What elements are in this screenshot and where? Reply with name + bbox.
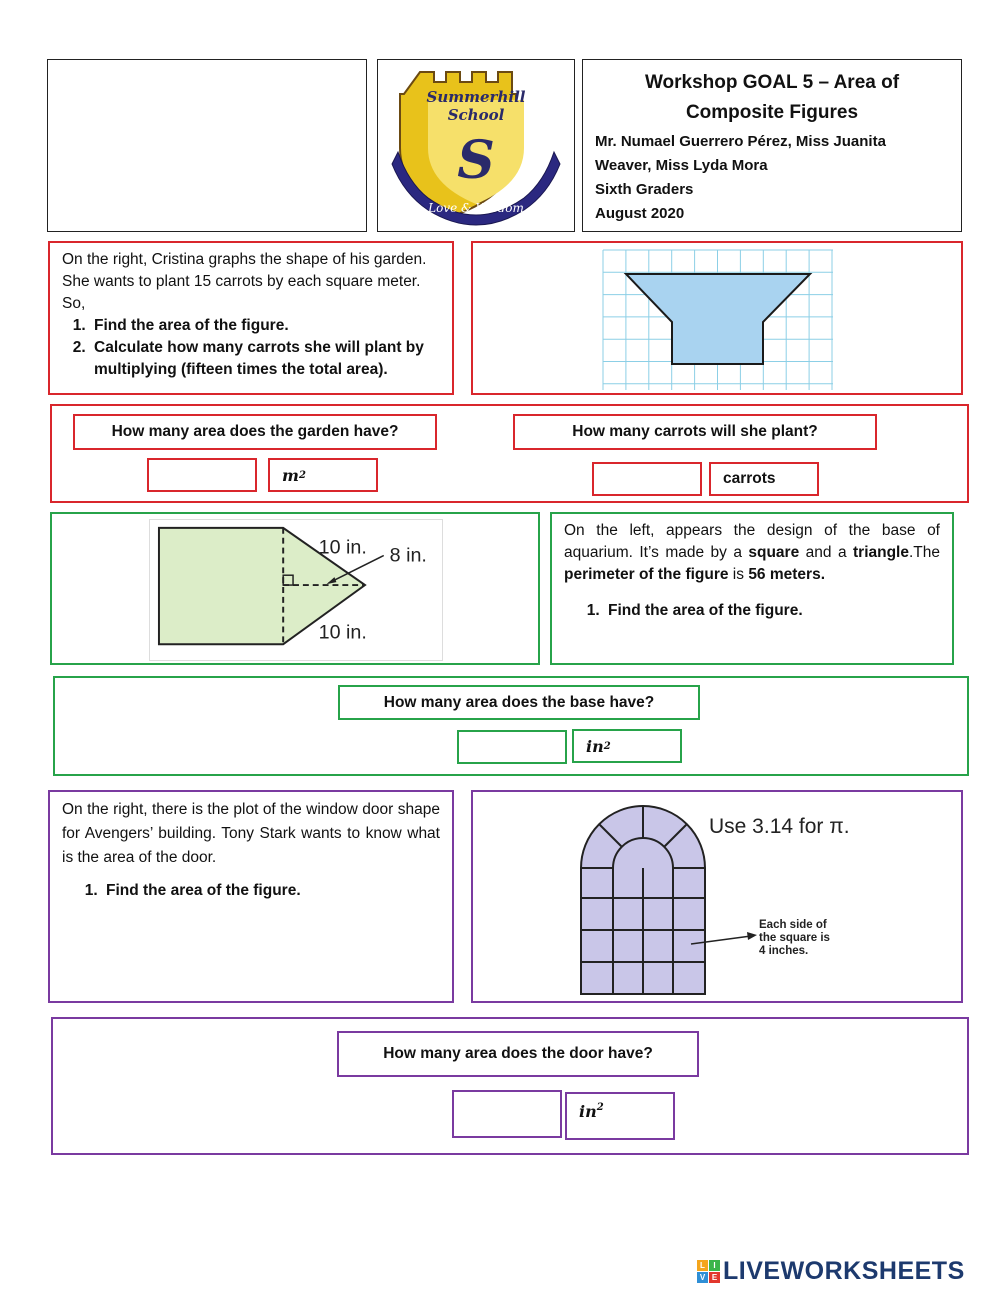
school-logo-box: Summerhill School S Love & Wisdom (377, 59, 575, 232)
label-diagonal: 8 in. (390, 544, 427, 566)
logo-school-name-2: School (448, 106, 505, 124)
carrots-question: How many carrots will she plant? (513, 414, 877, 450)
door-figure-box: Use 3.14 for π. Each side of the square … (471, 790, 963, 1003)
carrots-answer-input[interactable] (592, 462, 702, 496)
header-blank-box (47, 59, 367, 232)
garden-area-question: How many area does the garden have? (73, 414, 437, 450)
garden-problem-text: On the right, Cristina graphs the shape … (48, 241, 454, 395)
label-bottom-side: 10 in. (319, 621, 367, 643)
svg-text:S: S (457, 130, 495, 191)
pi-note: Use 3.14 for π. (709, 815, 850, 838)
aquarium-answers-panel (53, 676, 969, 776)
door-intro: On the right, there is the plot of the w… (62, 801, 440, 866)
door-answers-panel (51, 1017, 969, 1155)
brand-name: LIVEWORKSHEETS (723, 1256, 965, 1285)
garden-figure-box (471, 241, 963, 395)
door-problem-text: On the right, there is the plot of the w… (48, 790, 454, 1003)
aquarium-intro: On the left, appears the design of the b… (564, 522, 940, 583)
logo-motto: Love & Wisdom (427, 201, 524, 215)
label-top-side: 10 in. (319, 537, 367, 559)
aquarium-step-1: Find the area of the figure. (604, 600, 940, 622)
garden-answers-panel (50, 404, 969, 503)
aquarium-problem-text: On the left, appears the design of the b… (550, 512, 954, 665)
page-title: Workshop GOAL 5 – Area of Composite Figu… (644, 72, 900, 123)
liveworksheets-logo: L I V E LIVEWORKSHEETS (697, 1256, 997, 1286)
carrots-unit: carrots (709, 462, 819, 496)
garden-step-1: Find the area of the figure. (90, 315, 440, 337)
door-window-figure: Use 3.14 for π. Each side of the square … (580, 805, 850, 995)
side-note-line-2: the square is (759, 932, 830, 944)
base-area-question: How many area does the base have? (338, 685, 700, 720)
garden-grid-figure (602, 249, 833, 390)
teachers-line-2: Weaver, Miss Lyda Mora (595, 157, 768, 174)
date-label: August 2020 (595, 205, 685, 222)
side-note-line-1: Each side of (759, 919, 827, 931)
grade-label: Sixth Graders (595, 181, 694, 198)
logo-letter-blocks: L I V E (697, 1259, 720, 1283)
logo-school-name-1: Summerhill (427, 88, 526, 106)
header-title-box: Workshop GOAL 5 – Area of Composite Figu… (582, 59, 962, 232)
aquarium-base-figure: 10 in. 8 in. 10 in. (149, 519, 443, 661)
school-logo: Summerhill School S Love & Wisdom (391, 71, 561, 226)
base-area-answer-input[interactable] (457, 730, 567, 764)
aquarium-figure-box: 10 in. 8 in. 10 in. (50, 512, 540, 665)
teachers-line-1: Mr. Numael Guerrero Pérez, Miss Juanita (595, 133, 886, 150)
garden-area-answer-input[interactable] (147, 458, 257, 492)
door-step-1: Find the area of the figure. (102, 880, 440, 902)
side-note-line-3: 4 inches. (759, 945, 808, 957)
door-area-question: How many area does the door have? (337, 1031, 699, 1077)
garden-step-2: Calculate how many carrots she will plan… (90, 337, 440, 381)
garden-intro: On the right, Cristina graphs the shape … (62, 251, 427, 312)
door-area-answer-input[interactable] (452, 1090, 562, 1138)
